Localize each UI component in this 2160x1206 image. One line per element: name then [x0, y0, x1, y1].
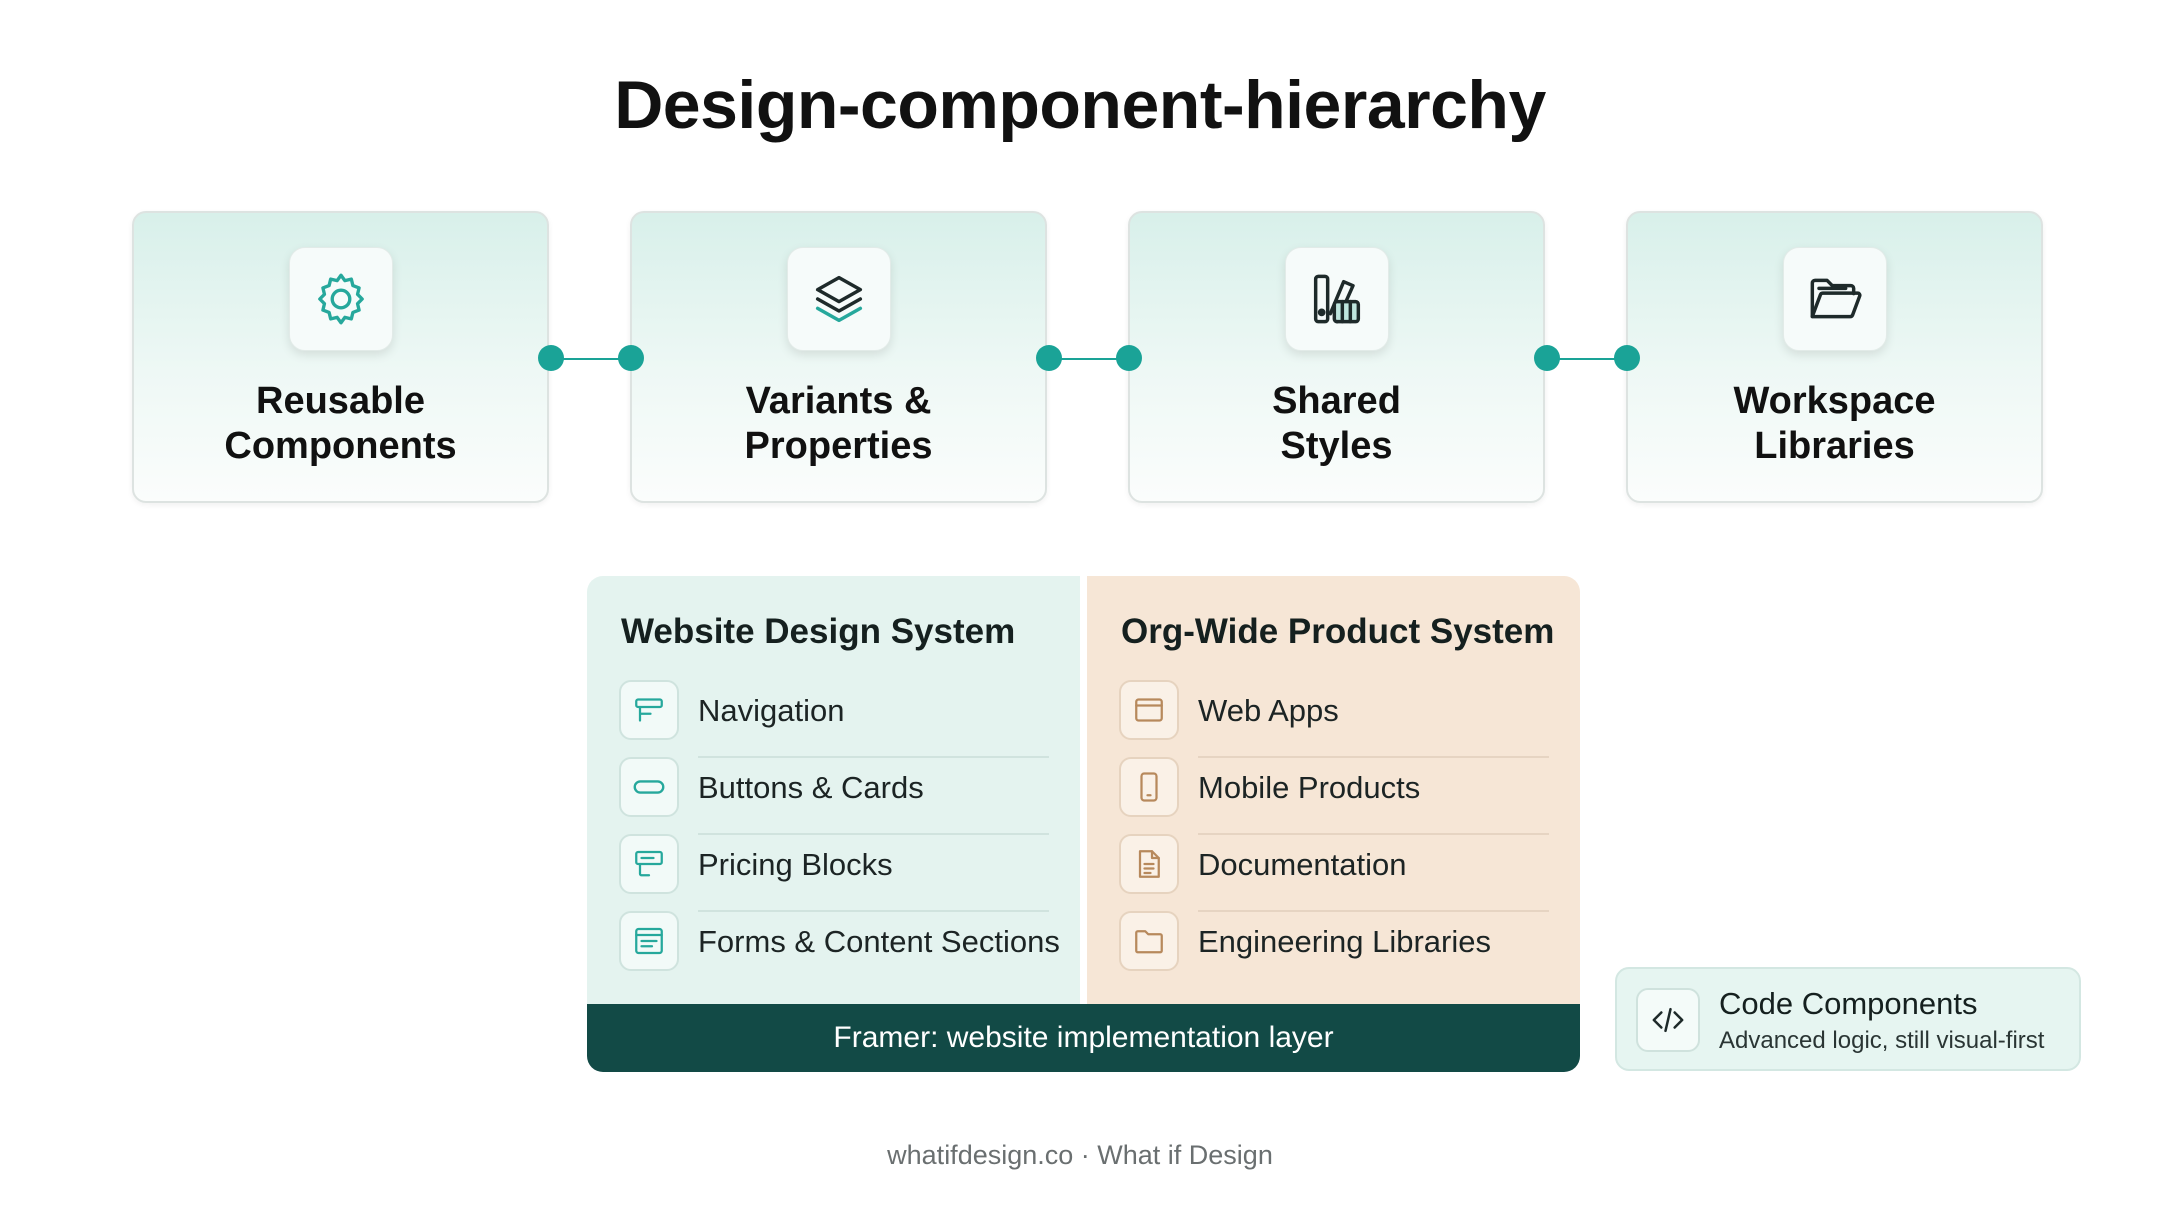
website-design-system-panel: Website Design System Navigation Buttons… — [587, 576, 1080, 1004]
framer-implementation-bar: Framer: website implementation layer — [587, 1004, 1580, 1072]
connector-3-4 — [1534, 345, 1640, 373]
list-item: Engineering Libraries — [1119, 911, 1549, 975]
code-components-subtitle: Advanced logic, still visual-first — [1719, 1027, 2045, 1054]
navigation-icon — [619, 680, 679, 740]
swatches-icon — [1284, 247, 1389, 351]
layers-icon — [786, 247, 891, 351]
step-label: Variants &Properties — [744, 380, 933, 467]
list-item: Mobile Products — [1119, 757, 1549, 835]
list-item: Documentation — [1119, 834, 1549, 912]
panel-title: Org-Wide Product System — [1121, 612, 1555, 651]
list-item: Navigation — [619, 680, 1049, 758]
code-components-card: Code Components Advanced logic, still vi… — [1615, 967, 2081, 1071]
mobile-phone-icon — [1119, 757, 1179, 817]
page-title: Design-component-hierarchy — [614, 67, 1546, 143]
pricing-block-icon — [619, 834, 679, 894]
list-item: Buttons & Cards — [619, 757, 1049, 835]
list-item: Forms & Content Sections — [619, 911, 1060, 975]
pill-button-icon — [619, 757, 679, 817]
gear-icon — [288, 247, 393, 351]
folder-open-icon — [1782, 247, 1887, 351]
document-icon — [1119, 834, 1179, 894]
panel-title: Website Design System — [621, 612, 1016, 651]
form-icon — [619, 911, 679, 971]
list-item: Pricing Blocks — [619, 834, 1049, 912]
list-item: Web Apps — [1119, 680, 1549, 758]
step-card-variants-properties: Variants &Properties — [630, 211, 1047, 503]
credit-line: whatifdesign.co · What if Design — [887, 1140, 1273, 1170]
connector-2-3 — [1036, 345, 1142, 373]
browser-window-icon — [1119, 680, 1179, 740]
code-components-title: Code Components — [1719, 986, 1978, 1021]
folder-icon — [1119, 911, 1179, 971]
connector-1-2 — [538, 345, 644, 373]
code-brackets-icon — [1636, 988, 1700, 1052]
org-wide-product-system-panel: Org-Wide Product System Web Apps Mobile … — [1087, 576, 1580, 1004]
